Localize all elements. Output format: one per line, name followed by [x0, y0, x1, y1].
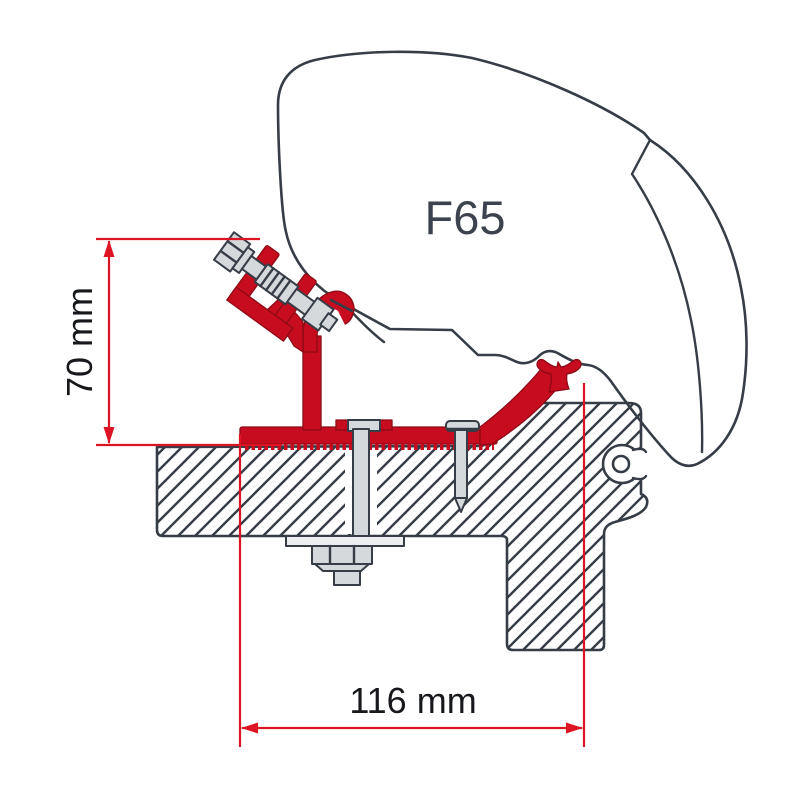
awning-lid-seam-line	[630, 138, 704, 454]
width-dimension-label: 116 mm	[349, 680, 476, 721]
arrow-up	[103, 240, 115, 257]
bolt-stub	[333, 570, 361, 586]
roof-panel-section	[155, 401, 649, 652]
dimension-width-116mm: 116 mm	[238, 383, 586, 747]
bolt-head-facets	[220, 240, 245, 264]
bolt-end	[319, 312, 339, 333]
hex-nut	[311, 545, 373, 565]
channel-core	[611, 454, 631, 474]
base-boss-left	[335, 419, 349, 431]
backing-plate	[285, 535, 405, 547]
screw-shaft	[454, 429, 468, 499]
arrow-right	[566, 722, 583, 734]
thread-lines	[259, 267, 292, 300]
mounting-bolt	[285, 419, 405, 586]
clamp-back-bar	[226, 286, 294, 342]
nut-facets	[328, 544, 356, 566]
clamp-assembly	[213, 231, 339, 342]
adapter-rail-foot	[536, 358, 582, 393]
height-dimension-label: 70 mm	[59, 287, 100, 397]
clamp-bolt	[213, 231, 339, 333]
nut-chamfer	[314, 563, 370, 572]
dimension-height-70mm: 70 mm	[59, 237, 282, 447]
channel-lip-top	[631, 447, 648, 454]
arrow-down	[103, 427, 115, 444]
channel-lip-bottom	[631, 474, 648, 481]
bolt-shaft	[352, 428, 370, 539]
base-boss-right	[379, 419, 393, 431]
awning-case	[276, 50, 748, 468]
awning-case-outline	[276, 50, 748, 468]
product-model-label: F65	[425, 191, 506, 244]
awning-rail-channel	[601, 443, 648, 485]
adapter-bracket	[213, 231, 582, 450]
arrow-left	[241, 722, 258, 734]
screw-tip	[454, 497, 468, 513]
mounting-screw	[445, 420, 480, 513]
case-rail-in-hook-line	[329, 298, 354, 313]
